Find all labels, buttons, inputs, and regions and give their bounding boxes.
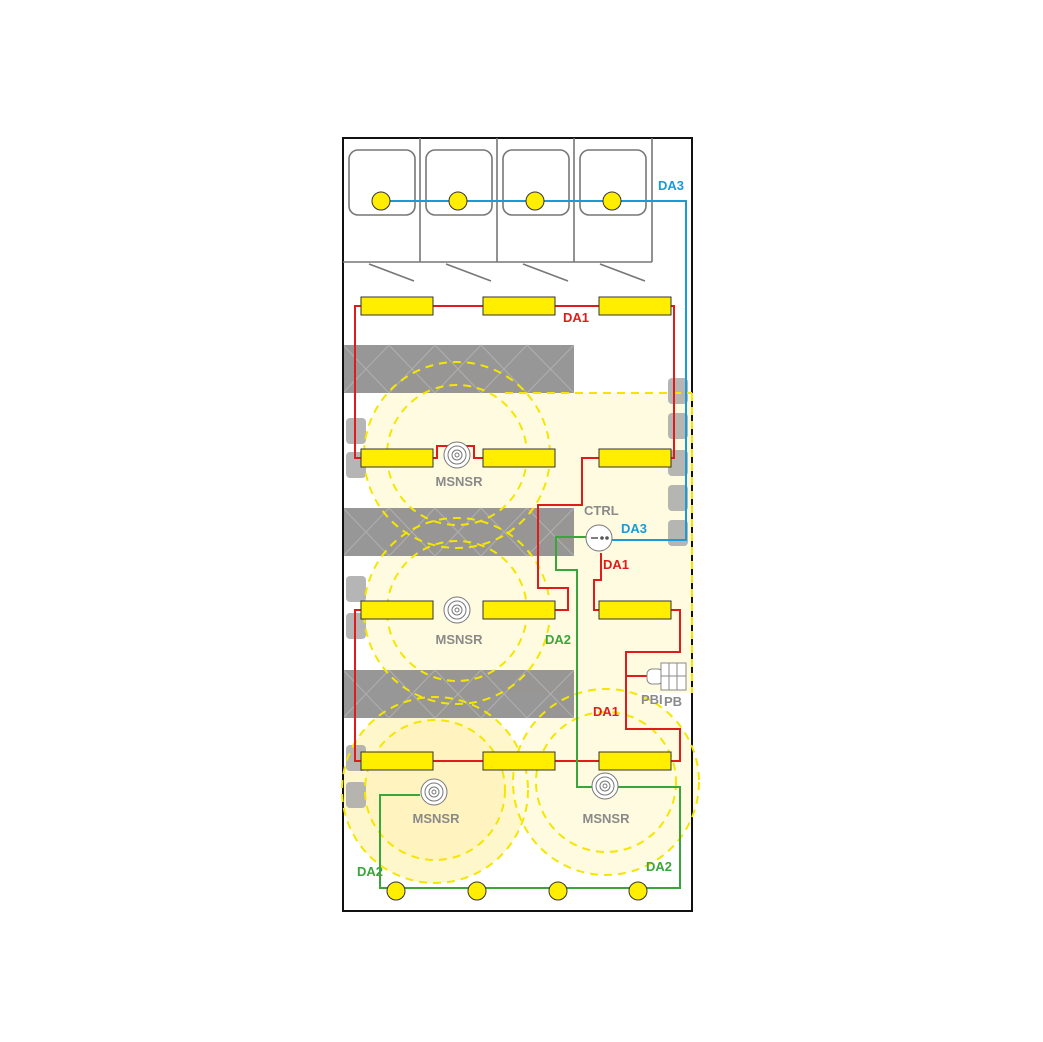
linear-fixtures: [360, 296, 672, 771]
linear-fixture: [598, 448, 672, 468]
pbi-label: PBI: [641, 692, 663, 707]
labels: DA3 DA1 MSNSR CTRL DA3 DA1 MSNSR DA2 PBI…: [357, 178, 684, 879]
occupancy-sensor-icon: [420, 778, 448, 806]
linear-fixture: [482, 600, 556, 620]
da1-label-top: DA1: [563, 310, 589, 325]
linear-fixture: [598, 751, 672, 771]
controller-icon: [585, 524, 613, 552]
da3-label-top: DA3: [658, 178, 684, 193]
shelving-units: [342, 344, 575, 719]
da3-label-ctrl: DA3: [621, 521, 647, 536]
linear-fixture: [360, 751, 434, 771]
occupancy-sensor-icon: [443, 441, 471, 469]
occupancy-sensor-icon: [443, 596, 471, 624]
linear-fixture: [598, 600, 672, 620]
linear-fixture: [482, 448, 556, 468]
downlight-icon: [371, 191, 391, 211]
da1-label-pb: DA1: [593, 704, 619, 719]
linear-fixture: [360, 296, 434, 316]
linear-fixture: [360, 600, 434, 620]
da1-label-ctrl: DA1: [603, 557, 629, 572]
da2-label-mid: DA2: [545, 632, 571, 647]
sensor-label-2: MSNSR: [436, 632, 484, 647]
downlight-icon: [448, 191, 468, 211]
downlight-icon: [628, 881, 648, 901]
wall-blocks: [346, 378, 688, 808]
da2-label-right: DA2: [646, 859, 672, 874]
downlight-icon: [386, 881, 406, 901]
sensor-label-3: MSNSR: [413, 811, 461, 826]
downlight-icon: [467, 881, 487, 901]
display-cases: [343, 138, 653, 282]
linear-fixture: [360, 448, 434, 468]
ctrl-label: CTRL: [584, 503, 619, 518]
occupancy-sensor-icon: [591, 772, 619, 800]
da2-label-left: DA2: [357, 864, 383, 879]
downlight-icon: [548, 881, 568, 901]
occupancy-sensors: [420, 441, 619, 806]
sensor-label-1: MSNSR: [436, 474, 484, 489]
push-button-icon: [646, 662, 687, 691]
linear-fixture: [598, 296, 672, 316]
pb-label: PB: [664, 694, 682, 709]
linear-fixture: [482, 296, 556, 316]
downlight-icon: [525, 191, 545, 211]
da1-wiring: [354, 305, 681, 762]
sensor-label-4: MSNSR: [583, 811, 631, 826]
sensor-coverage-areas: [342, 362, 699, 883]
linear-fixture: [482, 751, 556, 771]
downlight-icon: [602, 191, 622, 211]
downlights: [371, 191, 648, 901]
